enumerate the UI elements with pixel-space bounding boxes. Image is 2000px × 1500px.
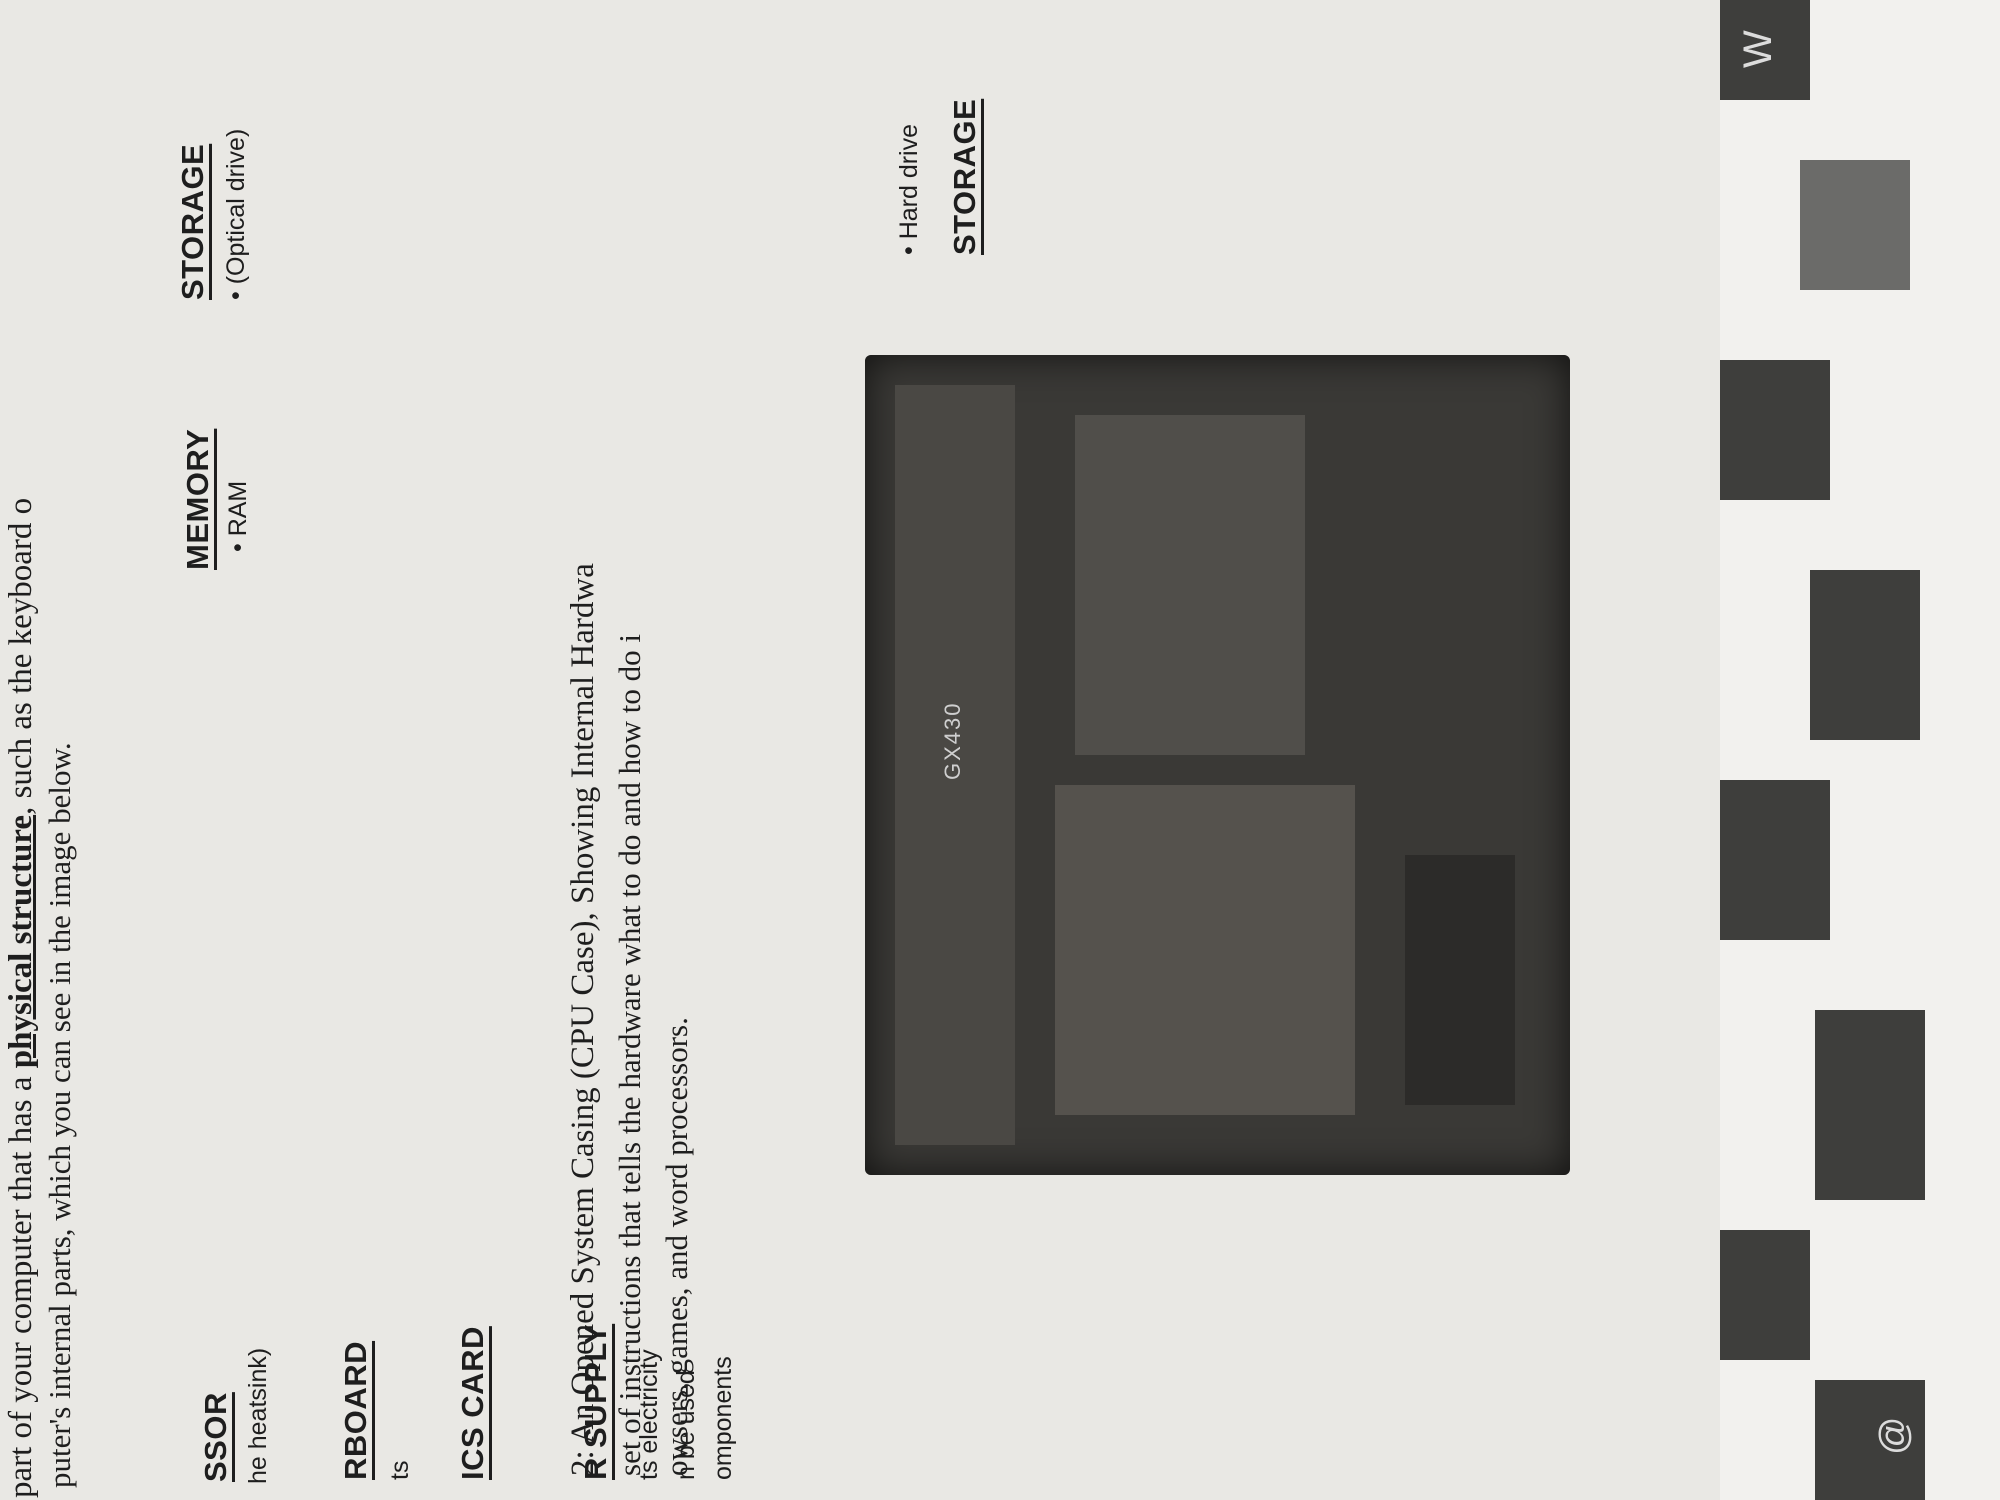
label-motherboard-note: ts: [386, 1460, 414, 1480]
label-processor: SSOR: [198, 1392, 233, 1482]
label-storage-hdd: STORAGE: [947, 98, 982, 255]
icon-strip-background: W @: [1720, 0, 2000, 1500]
strip-block-3: [1720, 780, 1830, 940]
intro-line-1-start: part of your computer that has a: [3, 1076, 39, 1498]
apple-icon: [1810, 570, 1920, 740]
label-graphics-card: ICS CARD: [455, 1326, 490, 1480]
case-model-label: GX430: [940, 701, 965, 781]
adobe-icon: [1800, 160, 1910, 290]
motherboard-area: [1055, 785, 1355, 1115]
label-storage-hdd-note: • Hard drive: [895, 123, 923, 255]
label-storage-optical-note: • (Optical drive): [222, 128, 250, 300]
software-line-2: owsers, games, and word processors.: [659, 1017, 694, 1476]
intro-line-1: part of your computer that has a physica…: [3, 498, 40, 1498]
power-supply-unit: [1405, 855, 1515, 1105]
word-icon: W: [1736, 30, 1780, 68]
label-memory-note: • RAM: [224, 480, 252, 552]
at-icon: @: [1873, 1416, 1915, 1455]
physical-structure-keyword: physical structure: [3, 814, 39, 1069]
label-storage-optical: STORAGE: [175, 143, 210, 300]
software-line-1: set of instructions that tells the hardw…: [612, 634, 647, 1476]
camera-icon: [1720, 1230, 1810, 1360]
cpu-case-photo: GX430: [865, 355, 1570, 1175]
label-processor-note: he heatsink): [244, 1347, 272, 1484]
label-power-note-3: omponents: [709, 1356, 737, 1480]
intro-line-2: puter's internal parts, which you can se…: [42, 742, 77, 1488]
windows-icon: [1815, 1010, 1925, 1200]
intro-line-1-end: , such as the keyboard o: [3, 497, 39, 815]
drive-bays: [1075, 415, 1305, 755]
label-motherboard: RBOARD: [338, 1340, 373, 1480]
strip-block-2: [1720, 360, 1830, 500]
figure-caption: 2: An Opened System Casing (CPU Case), S…: [565, 563, 601, 1476]
label-memory: MEMORY: [180, 428, 215, 570]
